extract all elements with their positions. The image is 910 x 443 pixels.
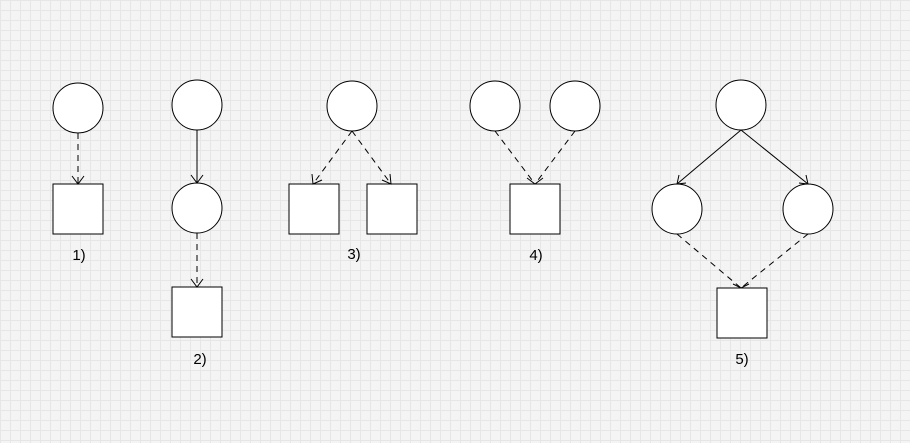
diagram-3-right-square — [366, 183, 418, 235]
diagram-3-label: 3) — [347, 246, 361, 263]
diagram-5-top-circle — [715, 79, 767, 131]
diagram-2-arrowhead-2 — [190, 278, 204, 288]
diagram-2-top-circle — [171, 79, 223, 131]
diagram-1 — [52, 82, 104, 235]
diagram-5-top-right-edge — [740, 129, 809, 185]
diagram-4-square — [509, 183, 561, 235]
diagram-2-middle-circle — [171, 182, 223, 234]
diagram-5-label: 5) — [735, 351, 749, 368]
diagram-4-arrowhead — [526, 177, 544, 185]
diagram-3-circle — [326, 80, 378, 132]
diagram-5-top-left-arrowhead — [676, 174, 687, 185]
diagram-4-left-circle — [469, 80, 521, 132]
diagram-1-label: 1) — [72, 247, 86, 264]
diagram-1-arrowhead — [71, 175, 85, 185]
diagram-5-square — [716, 287, 768, 339]
diagram-2-arrowhead-1 — [190, 174, 204, 184]
diagram-4-label: 4) — [529, 247, 543, 264]
diagram-5-top-right-arrowhead — [798, 174, 809, 185]
diagram-4-right-circle — [549, 80, 601, 132]
diagram-5 — [651, 79, 834, 339]
diagram-3-right-arrowhead — [381, 173, 392, 185]
diagram-5-right-bottom-edge — [740, 233, 809, 289]
diagram-2-square — [171, 286, 223, 338]
diagram-2 — [171, 79, 223, 338]
diagram-3-left-square — [288, 183, 340, 235]
diagram-4-left-edge — [494, 130, 536, 185]
diagram-3-right-edge — [351, 130, 392, 185]
diagram-3-left-arrowhead — [311, 173, 323, 185]
diagram-5-left-bottom-edge — [676, 233, 742, 289]
diagram-4-right-edge — [534, 130, 576, 185]
diagram-5-bottom-arrowhead — [732, 283, 750, 289]
diagram-5-right-circle — [782, 183, 834, 235]
diagram-5-top-left-edge — [676, 129, 742, 185]
diagram-5-left-circle — [651, 183, 703, 235]
diagram-3-left-edge — [312, 130, 353, 185]
diagram-4 — [469, 80, 601, 235]
diagram-1-square — [52, 183, 104, 235]
diagram-2-label: 2) — [193, 351, 207, 368]
diagram-1-circle — [52, 82, 104, 134]
diagram-3 — [288, 80, 418, 235]
